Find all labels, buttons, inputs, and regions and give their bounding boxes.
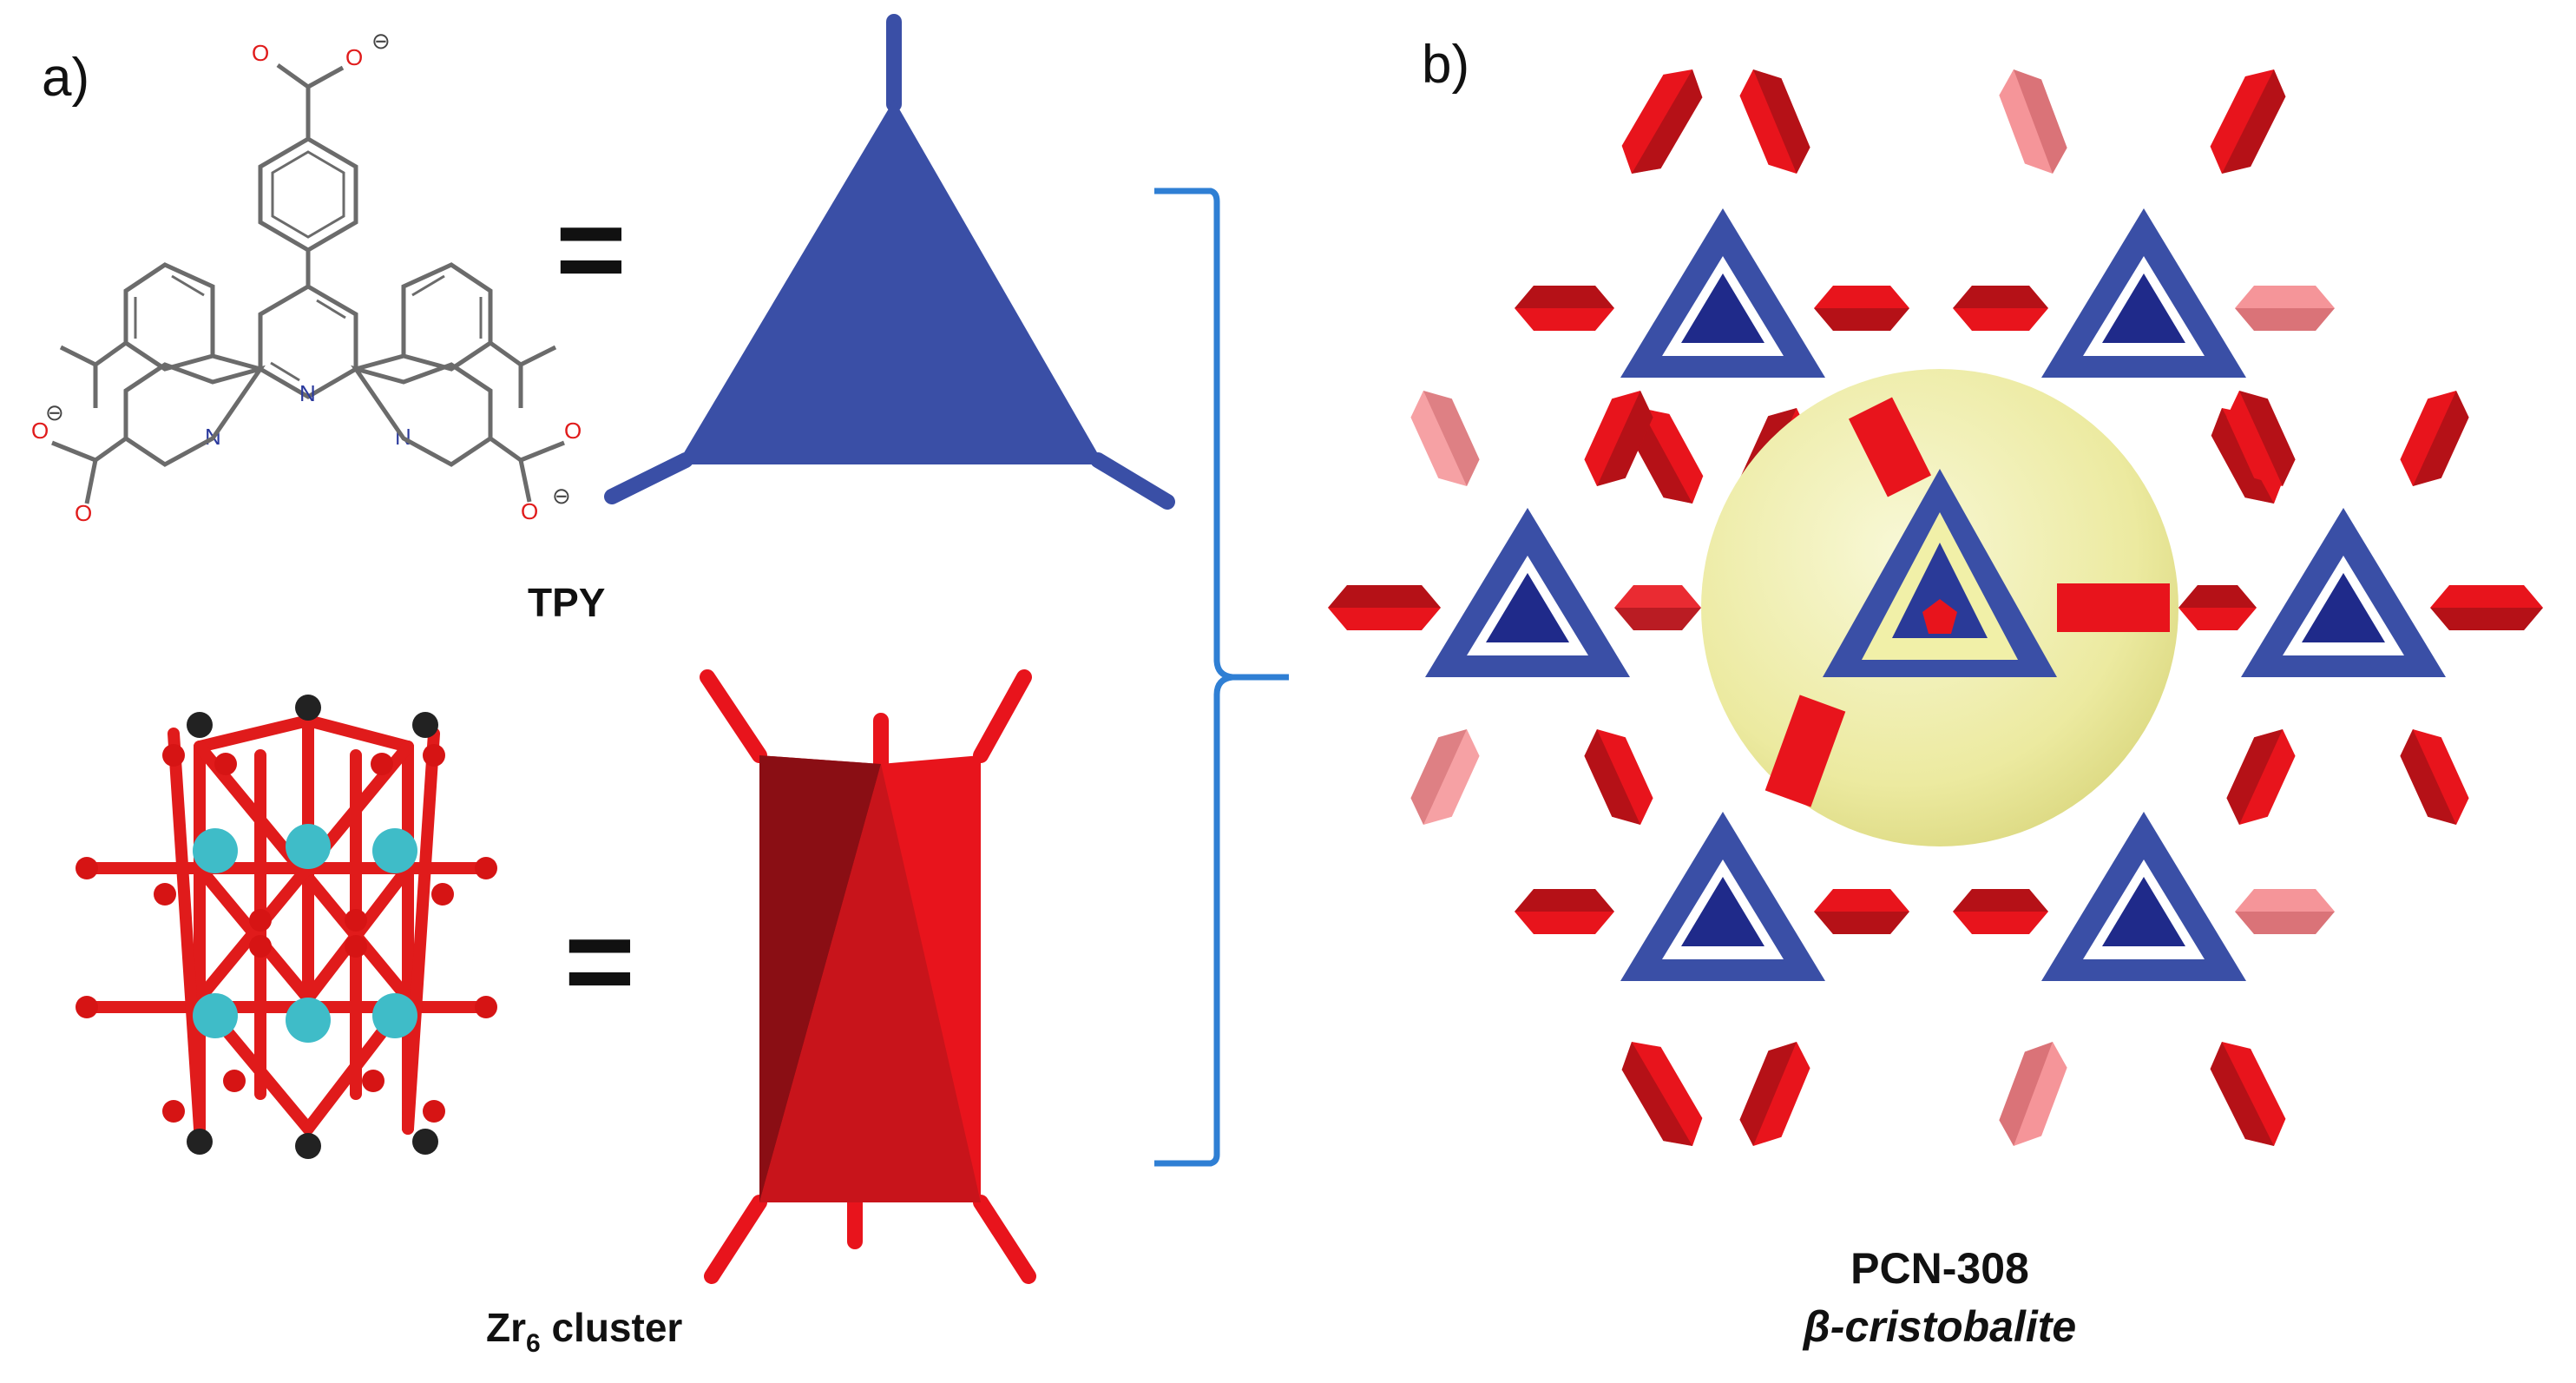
node-strut-shade (2239, 391, 2296, 486)
node-strut-shade (1739, 1042, 1797, 1146)
linker-unit-core (2102, 877, 2185, 946)
node-strut-shade (1614, 608, 1701, 630)
node-strut-shade (1584, 729, 1640, 825)
node-prism (700, 669, 1036, 1284)
node-strut (2235, 286, 2335, 331)
node-strut-shade (1632, 69, 1703, 174)
node-strut-shade (1597, 391, 1653, 486)
node-strut-shade (1953, 889, 2048, 912)
linker-unit-core (1681, 273, 1764, 343)
linker-unit-core (1681, 877, 1764, 946)
tpy-label: TPY (528, 580, 605, 625)
node-strut-shade (1515, 889, 1614, 912)
node-strut (1999, 1042, 2067, 1146)
node-strut-shade (2211, 408, 2274, 504)
oxygen-label: O (31, 418, 49, 444)
node-strut-shade (1999, 1042, 2053, 1146)
node-strut (2235, 889, 2335, 934)
oxygen-label: O (345, 44, 363, 70)
node-strut-shade (1515, 286, 1614, 308)
central-node-struts (1764, 397, 2170, 807)
node-strut-shade (1423, 391, 1480, 486)
node-strut-shade (2400, 729, 2456, 825)
node-strut-shade (2413, 391, 2469, 486)
node-strut-shade (2210, 1042, 2274, 1146)
node-strut-shade (1814, 912, 1909, 934)
node-strut (1614, 585, 1701, 630)
linker-triangle (604, 14, 1175, 510)
panel-a-label: a) (42, 48, 89, 108)
node-strut (1999, 69, 2067, 174)
node-strut-shade (1814, 308, 1909, 331)
framework-topology: β-cristobalite (1802, 1302, 2076, 1351)
node-strut-shade (2235, 308, 2335, 331)
node-strut-shade (1328, 585, 1441, 608)
oxygen-label: O (75, 500, 92, 526)
central-linker (1823, 469, 2057, 677)
linker-unit-core (2102, 273, 2185, 343)
charge-label: ⊖ (45, 399, 64, 425)
central-strut (1764, 695, 1846, 807)
nitrogen-label: N (299, 380, 316, 406)
node-strut-shade (2430, 608, 2543, 630)
central-strut (1848, 397, 1932, 497)
node-strut-shade (2235, 912, 2335, 934)
linker-unit-core (1486, 573, 1569, 642)
node-strut-shade (2226, 729, 2283, 825)
panel-b-label: b) (1422, 35, 1469, 95)
central-strut (2057, 583, 2170, 632)
oxygen-label: O (521, 498, 538, 524)
node-strut-shade (1410, 729, 1467, 825)
tpy-molecule (59, 63, 557, 408)
zr6-cluster-label: Zr6 cluster (486, 1305, 682, 1358)
tpy-side-rings (51, 362, 565, 504)
node-strut-shade (2178, 585, 2257, 608)
node-strut-shade (2014, 69, 2067, 174)
equals-sign-top: = (555, 181, 627, 317)
combination-brace (1154, 188, 1289, 1167)
equals-sign-bottom: = (564, 892, 635, 1029)
oxygen-label: O (252, 40, 269, 66)
node-strut (1410, 391, 1480, 486)
linker-unit-core (2302, 573, 2385, 642)
pcn-308-framework (1328, 69, 2543, 1146)
oxygen-label: O (564, 418, 582, 444)
node-strut (1410, 729, 1480, 825)
charge-label: ⊖ (371, 28, 391, 54)
node-strut-shade (2222, 69, 2286, 174)
framework-name: PCN-308 (1850, 1244, 2029, 1293)
node-strut-shade (1753, 69, 1810, 174)
zr6-cluster (76, 695, 497, 1159)
charge-label: ⊖ (552, 483, 571, 509)
node-strut-shade (1953, 286, 2048, 308)
node-strut-shade (1621, 1042, 1692, 1146)
